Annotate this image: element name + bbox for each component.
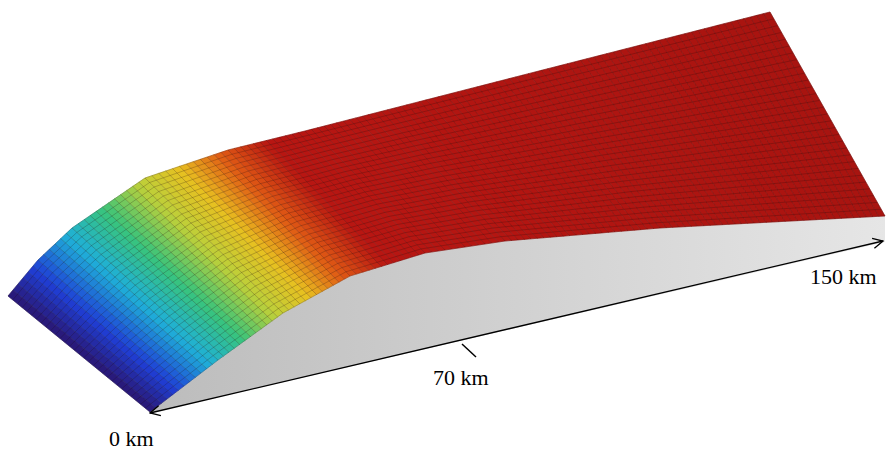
mesh-surface xyxy=(8,12,885,412)
mesh-line xyxy=(131,189,870,397)
mesh-line xyxy=(65,94,816,343)
mesh-line xyxy=(70,100,820,346)
mesh-line xyxy=(32,46,790,315)
mesh-line xyxy=(13,19,774,300)
mesh-line xyxy=(41,60,797,323)
mesh-line xyxy=(36,53,793,319)
mesh-line xyxy=(27,39,785,311)
mesh-line xyxy=(126,182,866,393)
mesh-line xyxy=(117,168,858,385)
dimension-arrow xyxy=(150,241,883,413)
mesh-line xyxy=(84,121,832,358)
mesh-line xyxy=(79,114,828,354)
dimension-label: 150 km xyxy=(810,264,877,290)
mesh-line xyxy=(107,155,850,377)
mesh-line xyxy=(22,32,781,307)
dimension-label: 0 km xyxy=(109,426,154,452)
mesh-line xyxy=(51,73,805,331)
mesh-line xyxy=(8,12,770,296)
mesh-line xyxy=(74,107,823,350)
dimension-label: 70 km xyxy=(433,365,489,391)
mesh-line xyxy=(122,175,862,389)
mesh-line xyxy=(141,202,878,404)
mesh-line xyxy=(136,196,874,401)
mesh-line xyxy=(112,162,854,381)
mesh-line xyxy=(55,80,808,335)
mesh-line xyxy=(145,209,881,408)
tick-mark xyxy=(462,344,476,357)
mesh-line xyxy=(17,26,777,304)
mesh-line xyxy=(46,66,801,327)
mesh-line xyxy=(98,141,843,369)
